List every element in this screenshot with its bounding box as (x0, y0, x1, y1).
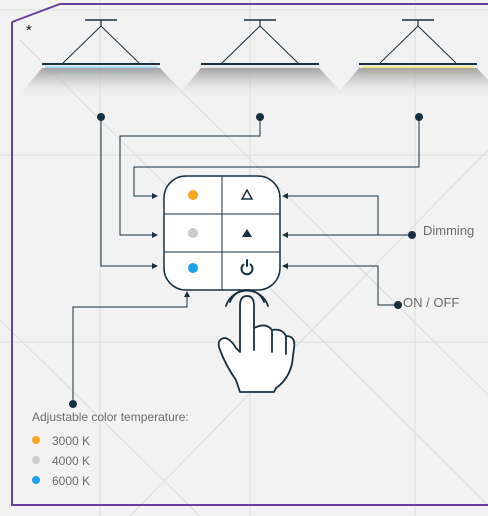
legend-item-label: 6000 K (52, 473, 91, 488)
dimming-label: Dimming (423, 223, 475, 238)
grey-dot-icon (32, 455, 40, 464)
lamp-2 (174, 19, 349, 100)
color-button-6000k[interactable] (188, 263, 198, 273)
hand-icon (217, 289, 296, 393)
connector-lines (72, 118, 420, 403)
frame-border (11, 3, 488, 506)
lamp-1 (15, 19, 190, 100)
legend-item-6000k: 6000 K (32, 472, 90, 488)
power-icon[interactable] (240, 259, 254, 276)
legend-title: Adjustable color temperature: (32, 410, 189, 424)
legend-item-label: 3000 K (52, 433, 91, 448)
legend-item-label: 4000 K (52, 453, 91, 468)
on-off-label: ON / OFF (403, 295, 460, 310)
legend-item-4000k: 4000 K (32, 452, 90, 468)
color-button-3000k[interactable] (188, 190, 198, 200)
marker-asterisk: * (26, 22, 32, 39)
blue-dot-icon (32, 475, 40, 484)
orange-dot-icon (32, 435, 40, 444)
dim-up-outline-icon[interactable] (240, 188, 254, 200)
dim-up-filled-icon[interactable] (242, 229, 252, 237)
keypad (163, 175, 281, 291)
connector-nodes (69, 113, 423, 408)
connector-arrows (152, 193, 288, 297)
color-button-4000k[interactable] (188, 228, 198, 238)
legend-item-3000k: 3000 K (32, 432, 90, 448)
lamp-3 (332, 19, 488, 100)
